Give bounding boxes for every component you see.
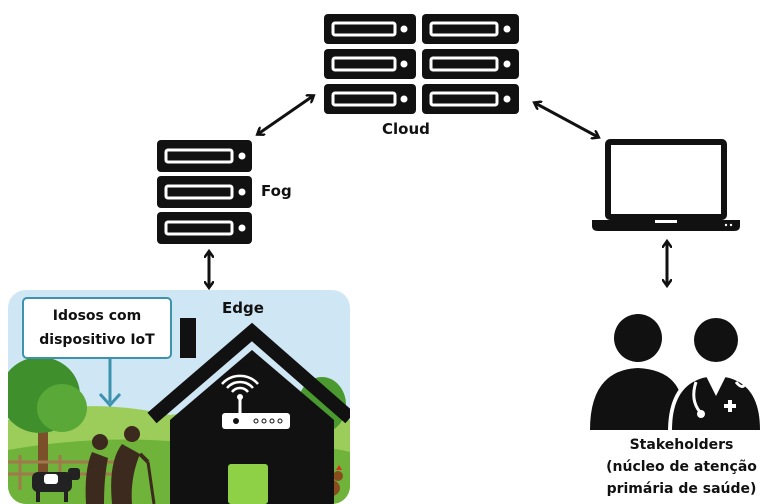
house-icon (147, 318, 350, 504)
edge-label: Edge (222, 299, 264, 317)
stakeholders-line-1: Stakeholders (629, 437, 734, 453)
stakeholders-label: Stakeholders (núcleo de atenção primária… (594, 434, 769, 500)
callout-line-1: Idosos com (52, 308, 142, 324)
connection-arrows (209, 96, 667, 287)
elderly-people-illustration (85, 426, 156, 504)
iot-router-icon (221, 374, 290, 429)
callout-pointer-arrow (98, 359, 122, 408)
stakeholders-icon (590, 314, 764, 432)
callout-line-2: dispositivo IoT (39, 332, 155, 348)
laptop-icon (592, 139, 740, 231)
stakeholders-line-2: (núcleo de atenção (606, 459, 757, 475)
cloud-label: Cloud (382, 120, 430, 138)
stakeholders-line-3: primária de saúde) (606, 481, 757, 497)
cloud-server-icon (324, 14, 519, 114)
iot-callout-box: Idosos com dispositivo IoT (22, 297, 172, 359)
fog-server-icon (157, 140, 252, 244)
arrow-fog-cloud (258, 96, 313, 134)
edge-scene (8, 290, 350, 504)
fog-label: Fog (261, 182, 292, 200)
arrow-cloud-laptop (535, 103, 598, 137)
cow-illustration (32, 468, 80, 502)
